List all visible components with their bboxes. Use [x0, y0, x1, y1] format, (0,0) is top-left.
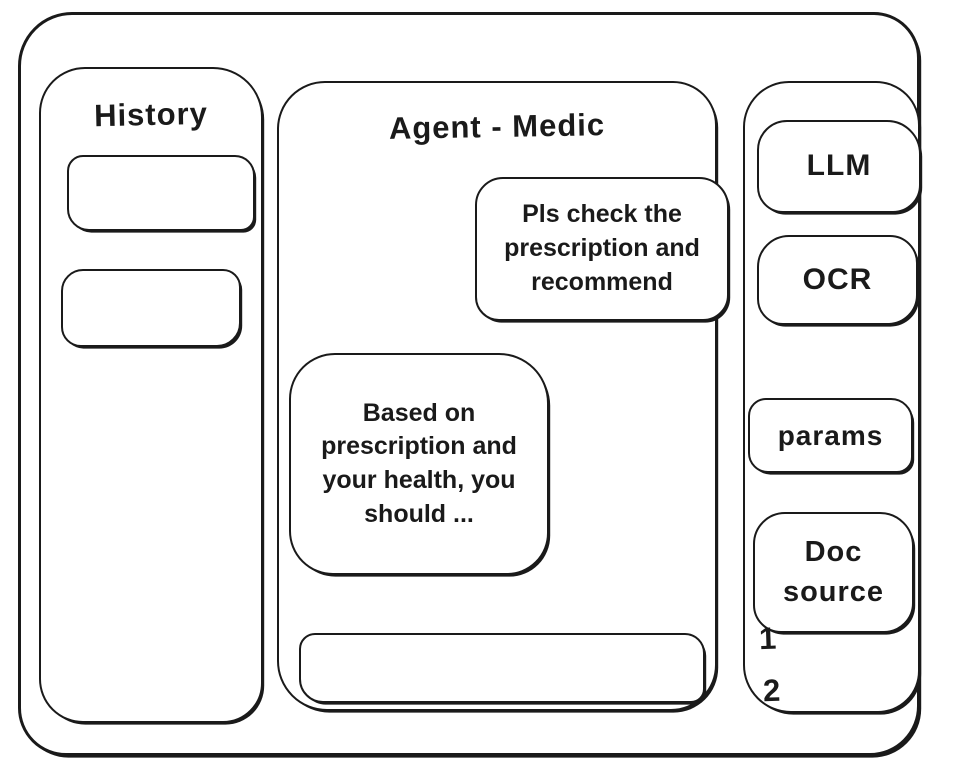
chat-title: Agent - Medic — [388, 107, 606, 146]
app-window-frame: History Agent - Medic Pls check the pres… — [18, 12, 921, 756]
chat-input[interactable] — [299, 633, 705, 703]
assistant-message-bubble: Based on prescription and your health, y… — [289, 353, 549, 575]
history-panel: History — [39, 67, 263, 723]
doc-source-item-2[interactable]: 2 — [762, 672, 781, 709]
doc-source-item-1[interactable]: 1 — [758, 620, 777, 657]
doc-source-button[interactable]: Doc source — [753, 512, 914, 633]
tools-panel: LLM OCR params Doc source 1 2 — [743, 81, 921, 713]
llm-button[interactable]: LLM — [757, 120, 921, 213]
params-button[interactable]: params — [748, 398, 913, 473]
chat-panel: Agent - Medic Pls check the prescription… — [277, 81, 729, 711]
history-item[interactable] — [61, 269, 241, 347]
ocr-button[interactable]: OCR — [757, 235, 918, 325]
user-message-bubble: Pls check the prescription and recommend — [475, 177, 729, 321]
history-title: History — [93, 95, 209, 134]
history-item[interactable] — [67, 155, 255, 231]
